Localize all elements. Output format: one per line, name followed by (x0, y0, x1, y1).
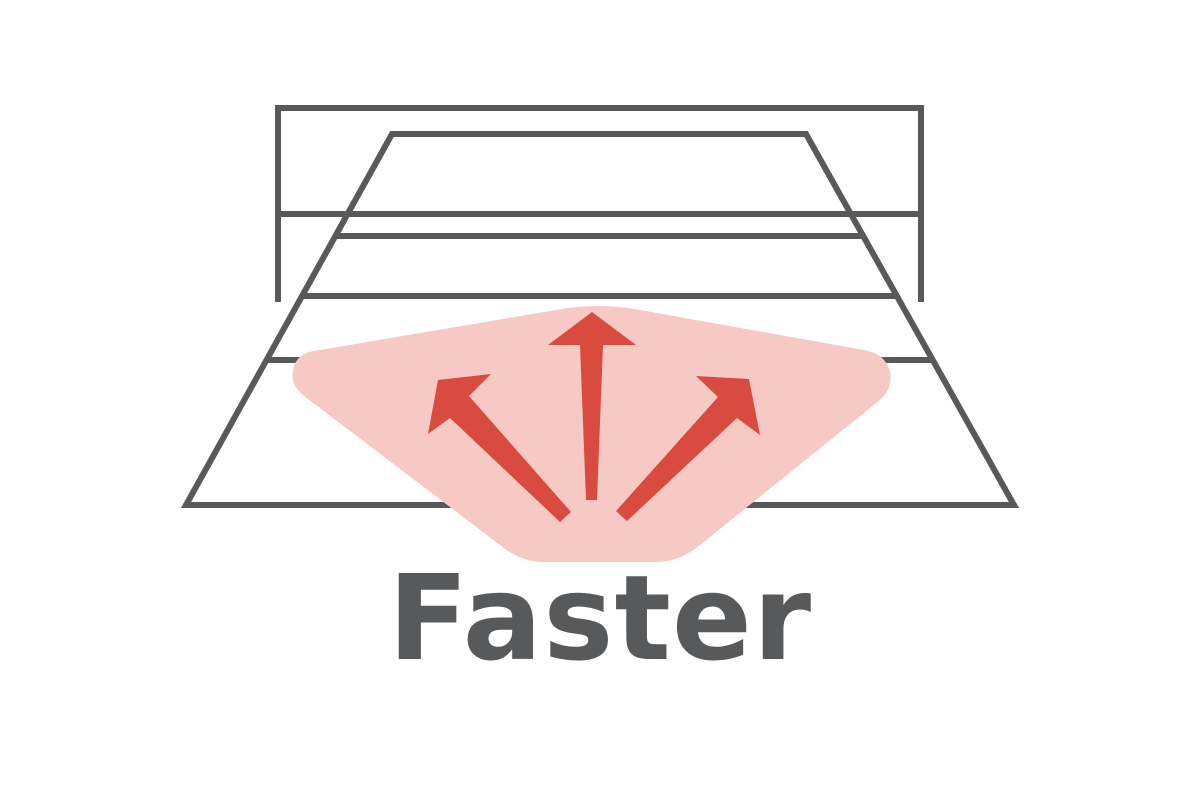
net-icon (275, 105, 924, 302)
arrow-up-right-icon (616, 376, 760, 521)
court-boundary (180, 131, 1020, 508)
net-frame (275, 105, 924, 302)
arrow-up-icon (548, 312, 636, 500)
arrows-spread-icon (428, 312, 760, 522)
arrow-up-left-icon (428, 374, 571, 522)
caption-text: Faster (387, 549, 813, 687)
